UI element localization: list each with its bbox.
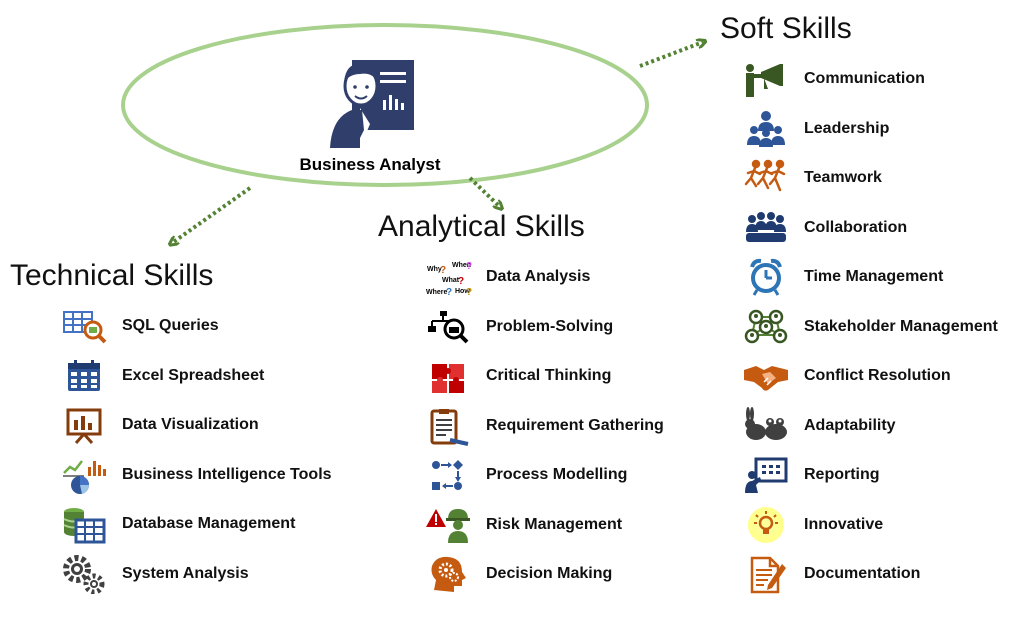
analytical-skill-item: Critical Thinking: [424, 356, 611, 396]
analytical-skills-heading: Analytical Skills: [378, 210, 585, 243]
soft-skill-item: Communication: [742, 59, 925, 99]
document-pencil-icon: [742, 554, 790, 594]
soft-skill-item: Teamwork: [742, 158, 882, 198]
soft-skill-item: Documentation: [742, 554, 920, 594]
spreadsheet-icon: [60, 356, 108, 396]
technical-skill-label: System Analysis: [122, 565, 249, 582]
analytical-skill-item: Problem-Solving: [424, 307, 613, 347]
lightbulb-icon: [742, 505, 790, 545]
soft-skill-label: Conflict Resolution: [804, 367, 951, 384]
arrow-to-technical-skills: [172, 186, 252, 243]
svg-text:What: What: [442, 277, 460, 284]
network-people-icon: [742, 307, 790, 347]
meeting-table-icon: [742, 208, 790, 248]
center-label: Business Analyst: [299, 155, 441, 174]
bi-charts-icon: [60, 455, 108, 495]
technical-skills-heading: Technical Skills: [10, 259, 214, 292]
technical-skill-label: SQL Queries: [122, 317, 219, 334]
business-analyst-icon: [330, 60, 414, 148]
svg-text:?: ?: [458, 276, 464, 287]
analytical-skill-label: Decision Making: [486, 565, 613, 582]
soft-skill-label: Teamwork: [804, 169, 882, 186]
analytical-skill-label: Data Analysis: [486, 268, 591, 285]
soft-skill-item: Time Management: [742, 257, 943, 297]
soft-skill-label: Stakeholder Management: [804, 318, 998, 335]
sql-query-icon: [60, 306, 108, 346]
soft-skill-label: Innovative: [804, 516, 884, 533]
soft-skill-label: Communication: [804, 70, 925, 87]
analytical-skill-label: Critical Thinking: [486, 367, 612, 384]
presentation-chart-icon: [60, 405, 108, 445]
soft-skill-label: Reporting: [804, 466, 880, 483]
svg-text:Where: Where: [426, 289, 448, 296]
leader-group-icon: [742, 109, 790, 149]
technical-skill-item: Business Intelligence Tools: [60, 455, 332, 495]
soft-skill-item: Conflict Resolution: [742, 356, 951, 396]
analytical-skill-item: Decision Making: [424, 554, 612, 594]
technical-skill-item: SQL Queries: [60, 306, 219, 346]
soft-skill-label: Documentation: [804, 565, 921, 582]
svg-text:When: When: [452, 262, 471, 269]
questions-icon: Why?When?What?Where?How?: [424, 257, 472, 297]
soft-skill-item: Reporting: [742, 455, 880, 495]
database-table-icon: [60, 504, 108, 544]
technical-skill-item: Excel Spreadsheet: [60, 356, 264, 396]
analytical-skill-label: Requirement Gathering: [486, 417, 664, 434]
soft-skill-item: Collaboration: [742, 208, 907, 248]
rabbit-frog-icon: [742, 406, 790, 446]
technical-skill-item: System Analysis: [60, 554, 249, 594]
soft-skill-item: Innovative: [742, 505, 883, 545]
analytical-skill-item: Requirement Gathering: [424, 406, 664, 446]
soft-skill-label: Collaboration: [804, 219, 908, 236]
soft-skill-item: Leadership: [742, 109, 889, 149]
soft-skill-label: Adaptability: [804, 417, 896, 434]
soft-skill-label: Leadership: [804, 120, 890, 137]
technical-skill-label: Data Visualization: [122, 416, 259, 433]
puzzle-icon: [424, 356, 472, 396]
technical-skill-label: Excel Spreadsheet: [122, 367, 265, 384]
arrow-to-analytical-skills: [468, 176, 500, 207]
svg-text:?: ?: [440, 265, 446, 276]
head-gears-icon: [424, 554, 472, 594]
analytical-skill-item: Process Modelling: [424, 455, 627, 495]
analytical-skill-label: Process Modelling: [486, 466, 628, 483]
svg-text:?: ?: [446, 287, 452, 297]
analytical-skill-item: Risk Management: [424, 505, 622, 545]
center-ring: [121, 23, 649, 187]
flowchart-magnifier-icon: [424, 307, 472, 347]
svg-text:?: ?: [466, 287, 472, 297]
presenter-board-icon: [742, 455, 790, 495]
alarm-clock-icon: [742, 257, 790, 297]
analytical-skill-item: Why?When?What?Where?How?Data Analysis: [424, 257, 590, 297]
arrow-to-soft-skills: [639, 42, 703, 68]
clipboard-pen-icon: [424, 406, 472, 446]
analytical-skill-label: Risk Management: [486, 516, 623, 533]
process-flow-icon: [424, 455, 472, 495]
svg-text:Why: Why: [427, 266, 442, 273]
soft-skill-item: Stakeholder Management: [742, 307, 998, 347]
soft-skills-heading: Soft Skills: [720, 12, 852, 45]
team-runners-icon: [742, 158, 790, 198]
megaphone-person-icon: [742, 59, 790, 99]
handshake-icon: [742, 356, 790, 396]
analytical-skill-label: Problem-Solving: [486, 318, 614, 335]
soft-skill-item: Adaptability: [742, 406, 896, 446]
svg-text:?: ?: [466, 261, 472, 272]
warning-worker-icon: [424, 505, 472, 545]
technical-skill-label: Database Management: [122, 515, 296, 532]
technical-skill-item: Database Management: [60, 504, 295, 544]
technical-skill-label: Business Intelligence Tools: [122, 466, 332, 483]
technical-skill-item: Data Visualization: [60, 405, 259, 445]
svg-text:How: How: [455, 288, 470, 295]
soft-skill-label: Time Management: [804, 268, 944, 285]
gears-icon: [60, 554, 108, 594]
